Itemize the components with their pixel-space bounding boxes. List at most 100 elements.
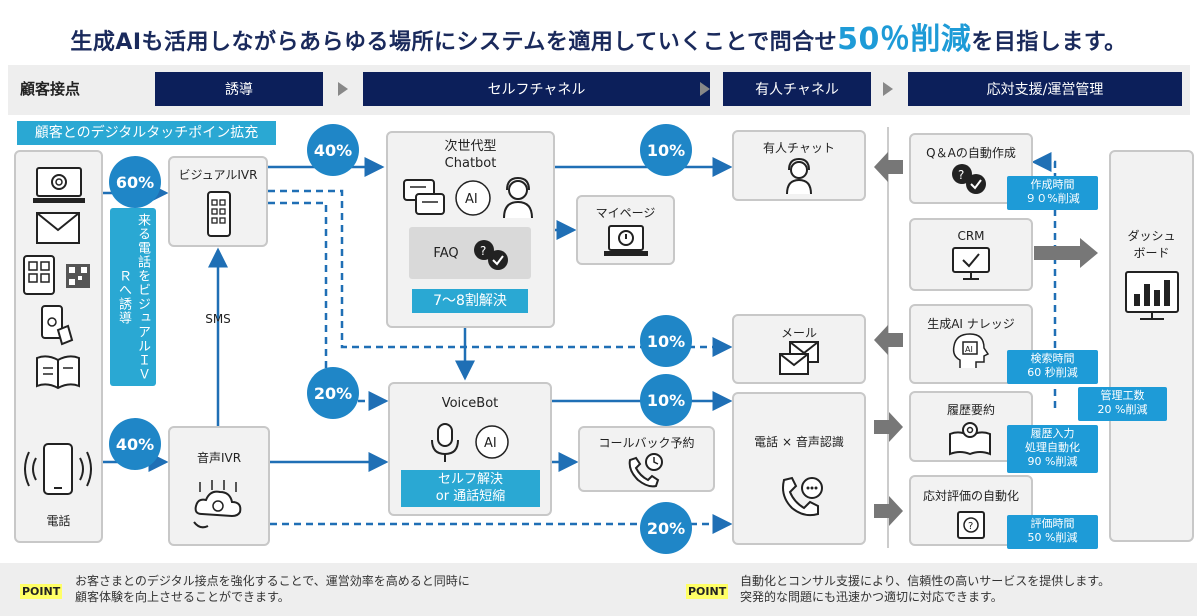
eval-time-line2: 50 %削減 [1027, 531, 1078, 544]
visual-ivr-label: ビジュアルIVR [178, 168, 258, 182]
crm-label: CRM [957, 229, 985, 243]
qa-auto-label: Q＆Aの自動作成 [926, 146, 1016, 160]
gen-ai-knowledge-label: 生成AI ナレッジ [927, 317, 1015, 331]
percent-20-phone: 20% [640, 502, 692, 554]
svg-text:AI: AI [965, 345, 973, 354]
calling-phone-icon [24, 443, 92, 495]
footer-right-line2: 突発的な問題にも迅速かつ適切に対応できます。 [740, 590, 1003, 604]
percent-60: 60% [109, 156, 161, 208]
history-summary-label: 履歴要約 [946, 403, 995, 417]
eval-time-line1: 評価時間 [1030, 517, 1075, 530]
svg-text:?: ? [480, 244, 486, 258]
voice-ivr-node [168, 426, 270, 546]
stage-staffed-channel: 有人チャネル [723, 72, 871, 106]
open-book-icon [36, 355, 80, 390]
faq-panel [409, 227, 531, 279]
stage-support-management: 応対支援/運営管理 [908, 72, 1182, 106]
history-input-line2: 処理自動化 [1025, 441, 1080, 454]
eval-auto-label: 応対評価の自動化 [922, 489, 1019, 503]
chat-ai-agent-icons: AI [403, 176, 533, 219]
email-laptop-icon [33, 167, 85, 203]
eval-time-note: 評価時間 50 %削減 [1007, 515, 1098, 549]
dashboard-label: ダッシュ ボード [1127, 229, 1176, 260]
operator-headset-icon [786, 158, 812, 195]
staff-chat-label: 有人チャット [763, 141, 835, 155]
dashboard-monitor-icon [1125, 271, 1179, 320]
voicebot-label: VoiceBot [441, 396, 499, 411]
voicebot-result-badge: セルフ解決 or 通話短縮 [401, 470, 540, 507]
phone-speech-icon [782, 476, 823, 517]
title-highlight: 50％削減 [837, 22, 972, 57]
percent-40-chatbot: 40% [307, 124, 359, 176]
percent-10-mail: 10% [640, 315, 692, 367]
app-grid-qr-icon [23, 255, 90, 295]
stage-self-channel: セルフチャネル [363, 72, 710, 106]
title-suffix: を目指します。 [971, 30, 1127, 55]
create-time-line1: 作成時間 [1030, 178, 1075, 191]
qa-chat-icon: ? [952, 164, 986, 194]
mgmt-effort-line2: 20 %削減 [1097, 403, 1148, 416]
phone-clock-icon [628, 453, 663, 488]
footer-point-right: POINT [686, 580, 729, 599]
svg-text:?: ? [958, 168, 964, 182]
history-input-note: 履歴入力 処理自動化 90 %削減 [1007, 425, 1098, 473]
question-check-chat-icon: ? [474, 240, 508, 270]
footer-left-line1: お客さまとのデジタル接点を強化することで、運営効率を高めると同時に [75, 574, 470, 588]
footer-band [0, 563, 1197, 616]
percent-10-chat: 10% [640, 124, 692, 176]
phone-recognition-label: 電話 × 音声認識 [754, 435, 844, 449]
visual-ivr-guide-note: 来る電話をビジュアルＩＶＲへ誘導 [110, 208, 156, 386]
percent-40-voice: 40% [109, 418, 161, 470]
mgmt-effort-note: 管理工数 20 %削減 [1078, 387, 1167, 421]
footer-right-line1: 自動化とコンサル支援により、信頼性の高いサービスを提供します。 [740, 574, 1111, 588]
search-time-line2: 60 秒削減 [1027, 366, 1078, 379]
stage-arrow-2 [700, 82, 710, 96]
search-time-line1: 検索時間 [1030, 352, 1075, 365]
stage-arrow-1 [338, 82, 348, 96]
svg-text:AI: AI [465, 192, 478, 207]
footer-left-text: お客さまとのデジタル接点を強化することで、運営効率を高めると同時に 顧客体験を向… [75, 573, 595, 605]
evaluation-sheet-icon: ? [957, 511, 985, 539]
mgmt-effort-line1: 管理工数 [1100, 389, 1145, 402]
callback-label: コールバック予約 [598, 436, 695, 450]
point-badge-left: POINT [20, 584, 63, 599]
chatbot-result-badge: 7～8割解決 [412, 289, 528, 313]
sms-label: SMS [205, 312, 231, 326]
chatbot-label: 次世代型 Chatbot [444, 139, 497, 171]
voicebot-result-line2: or 通話短縮 [435, 489, 506, 504]
point-badge-right: POINT [686, 584, 729, 599]
stage-guidance: 誘導 [155, 72, 323, 106]
footer-right-text: 自動化とコンサル支援により、信頼性の高いサービスを提供します。 突発的な問題にも… [740, 573, 1180, 605]
monitor-check-icon [952, 247, 990, 280]
envelopes-icon [779, 341, 819, 375]
phone-recognition-node [732, 392, 866, 545]
svg-text:AI: AI [484, 436, 497, 451]
dashboard-node [1109, 150, 1194, 542]
mypage-label: マイページ [595, 206, 656, 220]
faq-label: FAQ [433, 246, 459, 261]
smartphone-keypad-icon [207, 191, 231, 237]
history-input-line3: 90 %削減 [1027, 455, 1078, 468]
laptop-alert-icon [604, 225, 648, 256]
ai-head-icon: AI [952, 333, 990, 368]
envelope-icon [36, 212, 80, 244]
row-label: 顧客接点 [20, 80, 81, 98]
voicebot-result-line1: セルフ解決 [437, 472, 503, 487]
percent-10-phone: 10% [640, 374, 692, 426]
footer-point-left: POINT [20, 580, 63, 599]
svg-text:?: ? [968, 521, 973, 532]
mobile-touch-icon [41, 305, 74, 346]
footer-left-line2: 顧客体験を向上させることができます。 [75, 590, 290, 604]
percent-20-voicebot: 20% [307, 367, 359, 419]
stage-arrow-3 [883, 82, 893, 96]
history-input-line1: 履歴入力 [1030, 427, 1075, 440]
page-title: 生成AIも活用しながらあらゆる場所にシステムを適用していくことで問合せ50％削減… [0, 14, 1197, 58]
create-time-note: 作成時間 ９０%削減 [1007, 176, 1098, 210]
mic-ai-icon: AI [431, 423, 509, 462]
touchpoint-banner: 顧客とのデジタルタッチポイン拡充 [17, 121, 276, 145]
book-gear-icon [949, 422, 991, 456]
voice-ivr-label: 音声IVR [196, 451, 242, 465]
search-time-note: 検索時間 60 秒削減 [1007, 350, 1098, 384]
create-time-line2: ９０%削減 [1025, 192, 1080, 205]
